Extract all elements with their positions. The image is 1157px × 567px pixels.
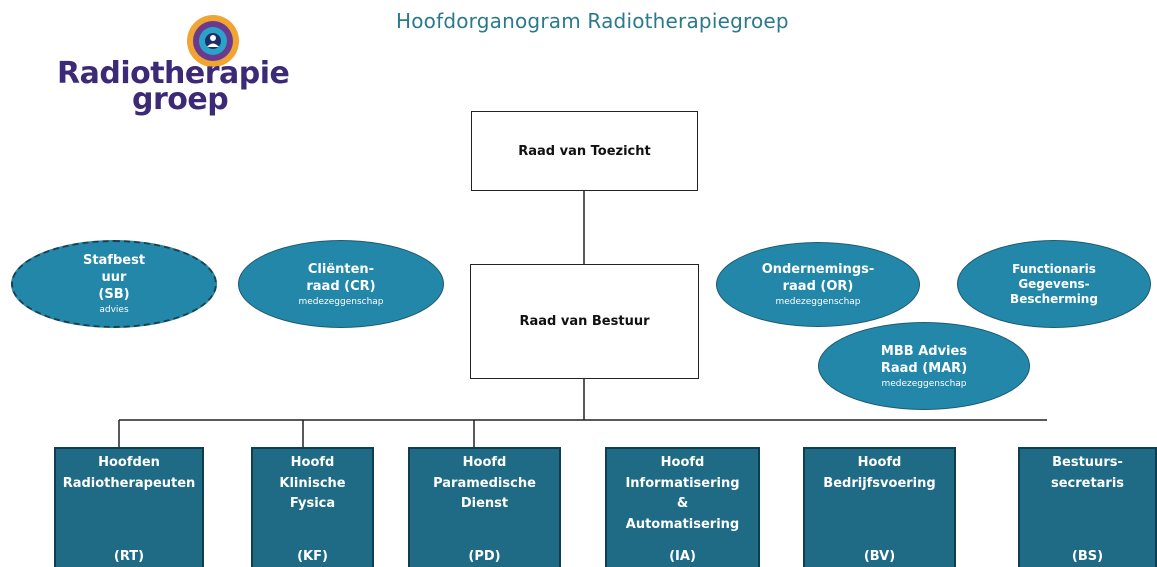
logo-text: Radiotherapie <box>57 56 290 91</box>
dept-box-radiotherapeuten: Hoofden Radiotherapeuten (RT) <box>54 447 204 567</box>
box-raad-van-toezicht: Raad van Toezicht <box>471 111 698 191</box>
dept-box-paramedische-dienst: Hoofd Paramedische Dienst (PD) <box>408 447 561 567</box>
dept-name: Bestuurs- secretaris <box>1050 455 1125 491</box>
dept-name: Hoofd Bedrijfsvoering <box>823 455 936 491</box>
dept-name: Hoofd Informatisering & Automatisering <box>625 455 740 532</box>
ellipse-sublabel: medezeggenschap <box>881 378 967 389</box>
ellipse-ondernemingsraad: Ondernemings- raad (OR) medezeggenschap <box>716 242 920 327</box>
ellipse-label: MBB Advies Raad (MAR) <box>880 343 968 376</box>
dept-name: Hoofd Klinische Fysica <box>279 455 346 511</box>
dept-name: Hoofd Paramedische Dienst <box>433 455 536 511</box>
dept-abbr: (BS) <box>1071 549 1104 564</box>
dept-box-klinische-fysica: Hoofd Klinische Fysica (KF) <box>251 447 374 567</box>
ellipse-label: Functionaris Gegevens- Bescherming <box>1010 261 1098 306</box>
box-raad-van-bestuur: Raad van Bestuur <box>470 264 699 379</box>
dept-abbr: (RT) <box>113 549 145 564</box>
ellipse-mbb-advies-raad: MBB Advies Raad (MAR) medezeggenschap <box>818 322 1030 410</box>
dept-name: Hoofden Radiotherapeuten <box>62 455 196 491</box>
dept-box-bedrijfsvoering: Hoofd Bedrijfsvoering (BV) <box>803 447 956 567</box>
page-title: Hoofdorganogram Radiotherapiegroep <box>396 9 789 33</box>
dept-abbr: (PD) <box>468 549 501 564</box>
ellipse-sublabel: advies <box>99 305 129 315</box>
dept-box-bestuurssecretaris: Bestuurs- secretaris (BS) <box>1018 447 1157 567</box>
dept-abbr: (BV) <box>863 549 896 564</box>
ellipse-label: Stafbest uur (SB) <box>82 253 146 302</box>
ellipse-functionaris-gegevensbescherming: Functionaris Gegevens- Bescherming <box>957 240 1151 328</box>
dept-abbr: (KF) <box>297 549 328 564</box>
ellipse-clientenraad: Cliënten- raad (CR) medezeggenschap <box>238 240 444 328</box>
ellipse-label: Ondernemings- raad (OR) <box>761 262 875 294</box>
ellipse-label: Cliënten- raad (CR) <box>306 261 376 294</box>
ellipse-stafbestuur: Stafbest uur (SB) advies <box>11 240 217 328</box>
logo-text-line2: groep <box>132 82 229 117</box>
ellipse-sublabel: medezeggenschap <box>775 297 861 307</box>
dept-box-informatisering-automatisering: Hoofd Informatisering & Automatisering (… <box>605 447 760 567</box>
ellipse-sublabel: medezeggenschap <box>298 296 384 307</box>
logo-mark-icon <box>186 14 240 68</box>
dept-abbr: (IA) <box>669 549 696 564</box>
